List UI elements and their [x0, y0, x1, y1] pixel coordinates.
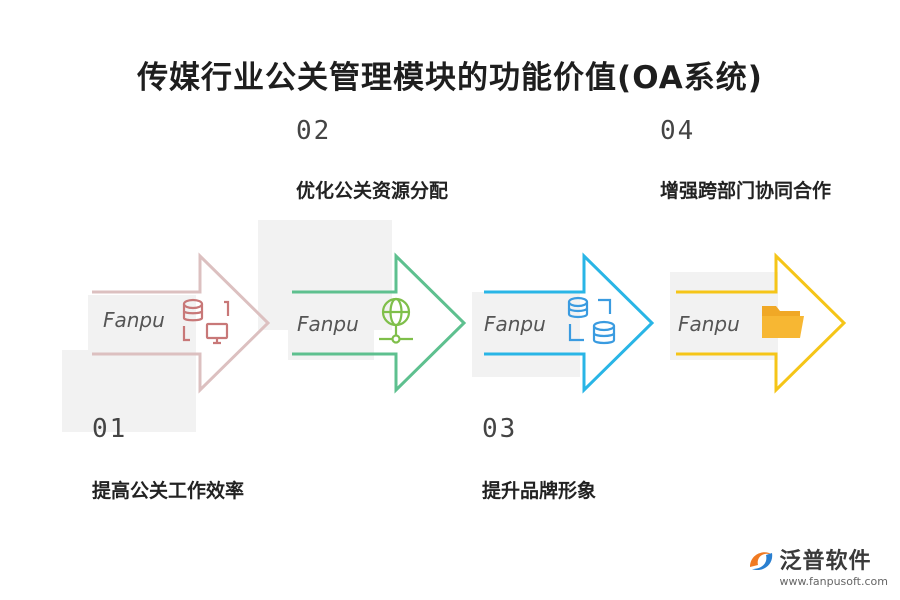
- step-number-1: 01: [92, 414, 128, 444]
- ghost-block: [88, 295, 196, 350]
- network-globe-icon: [379, 297, 413, 344]
- step-arrow-1: [92, 252, 271, 394]
- step-arrow-4: [676, 252, 847, 394]
- watermark-text: Fanpu: [297, 312, 359, 336]
- step-label-1: 提高公关工作效率: [92, 480, 245, 502]
- ghost-block: [472, 292, 580, 377]
- database-computer-icon: [182, 298, 230, 345]
- step-label-2: 优化公关资源分配: [296, 180, 449, 202]
- brand-name: 泛普软件: [779, 549, 872, 574]
- ghost-block: [62, 350, 196, 432]
- database-sync-icon: [567, 296, 616, 345]
- ghost-block: [288, 290, 374, 360]
- step-arrow-3: [484, 252, 655, 394]
- step-label-3: 提升品牌形象: [482, 480, 597, 502]
- folder-icon: [762, 306, 804, 338]
- step-number-4: 04: [660, 116, 696, 146]
- step-arrow-2: [292, 252, 467, 394]
- step-number-3: 03: [482, 414, 518, 444]
- page-title: 传媒行业公关管理模块的功能价值(OA系统): [137, 60, 763, 96]
- ghost-block: [670, 272, 778, 360]
- brand-url: www.fanpusoft.com: [779, 575, 888, 588]
- watermark-text: Fanpu: [678, 312, 740, 336]
- brand-logo: 泛普软件 www.fanpusoft.com: [749, 543, 888, 588]
- step-number-2: 02: [296, 116, 332, 146]
- watermark-text: Fanpu: [484, 312, 546, 336]
- step-label-4: 增强跨部门协同合作: [660, 180, 832, 202]
- watermark-text: Fanpu: [103, 308, 165, 332]
- brand-swirl-icon: [749, 552, 772, 571]
